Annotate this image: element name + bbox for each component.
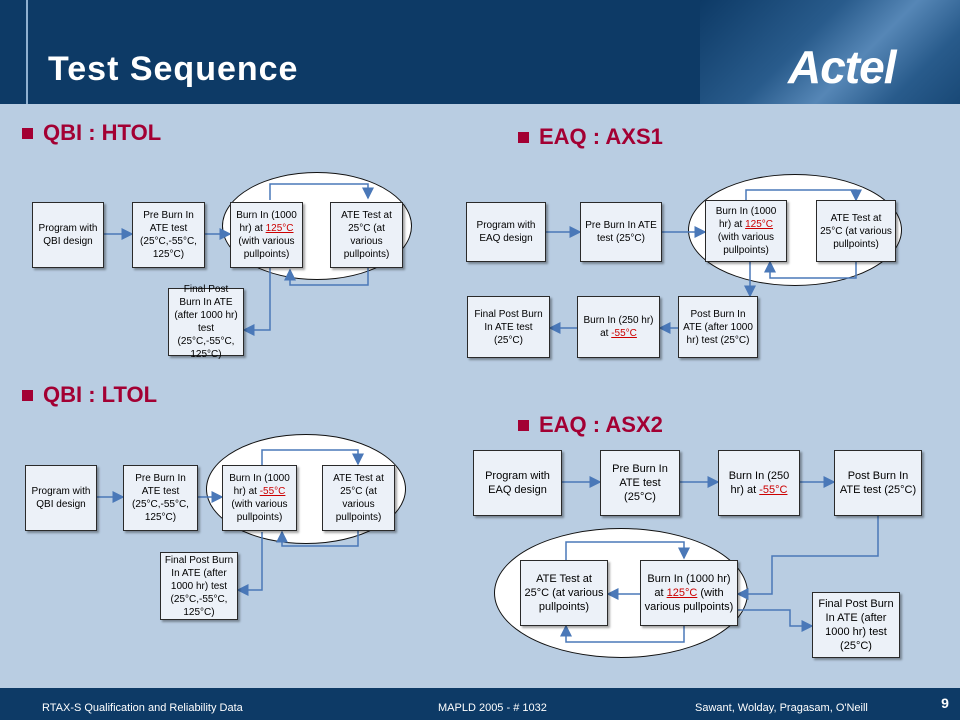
axs1-program-box: Program with EAQ design	[466, 202, 546, 262]
asx2-burn250-box: Burn In (250 hr) at -55°C	[718, 450, 800, 516]
bullet-icon	[22, 389, 33, 401]
ltol-burnin-box: Burn In (1000 hr) at -55°C (with various…	[222, 465, 297, 531]
page-number: 9	[930, 690, 960, 718]
title-bar: Test Sequence Actel	[0, 0, 960, 104]
section-title-axs1: EAQ : AXS1	[518, 124, 663, 150]
axs1-pre-burnin-box: Pre Burn In ATE test (25°C)	[580, 202, 662, 262]
htol-final-box: Final Post Burn In ATE (after 1000 hr) t…	[168, 284, 244, 360]
header-divider	[26, 0, 28, 104]
footer-right-text: Sawant, Wolday, Pragasam, O'Neill	[695, 702, 868, 714]
htol-burnin-box: Burn In (1000 hr) at 125°C (with various…	[230, 202, 303, 268]
bullet-icon	[22, 127, 33, 139]
asx2-final-box: Final Post Burn In ATE (after 1000 hr) t…	[812, 592, 900, 658]
axs1-ate-box: ATE Test at 25°C (at various pullpoints)	[816, 200, 896, 262]
section-title-htol: QBI : HTOL	[22, 120, 161, 146]
axs1-burn250-box: Burn In (250 hr) at -55°C	[577, 296, 660, 358]
axs1-final-box: Final Post Burn In ATE test (25°C)	[467, 296, 550, 358]
asx2-program-box: Program with EAQ design	[473, 450, 562, 516]
footer-center-text: MAPLD 2005 - # 1032	[438, 702, 547, 714]
asx2-post-burnin-box: Post Burn In ATE test (25°C)	[834, 450, 922, 516]
axs1-burnin-box: Burn In (1000 hr) at 125°C (with various…	[705, 200, 787, 262]
axs1-post-burnin-box: Post Burn In ATE (after 1000 hr) test (2…	[678, 296, 758, 358]
actel-logo: Actel	[788, 41, 896, 93]
htol-program-box: Program with QBI design	[32, 202, 104, 268]
ltol-pre-burnin-box: Pre Burn In ATE test (25°C,-55°C, 125°C)	[123, 465, 198, 531]
asx2-pre-burnin-box: Pre Burn In ATE test (25°C)	[600, 450, 680, 516]
bullet-icon	[518, 131, 529, 143]
header-decoration	[700, 0, 960, 104]
ltol-ate-box: ATE Test at 25°C (at various pullpoints)	[322, 465, 395, 531]
section-title-ltol: QBI : LTOL	[22, 382, 157, 408]
section-title-asx2: EAQ : ASX2	[518, 412, 663, 438]
htol-pre-burnin-box: Pre Burn In ATE test (25°C,-55°C, 125°C)	[132, 202, 205, 268]
slide-title: Test Sequence	[48, 50, 299, 88]
htol-ate-box: ATE Test at 25°C (at various pullpoints)	[330, 202, 403, 268]
ltol-final-box: Final Post Burn In ATE (after 1000 hr) t…	[160, 552, 238, 620]
footer-left-text: RTAX-S Qualification and Reliability Dat…	[42, 702, 243, 714]
bullet-icon	[518, 419, 529, 431]
asx2-ate-box: ATE Test at 25°C (at various pullpoints)	[520, 560, 608, 626]
footer-bar: RTAX-S Qualification and Reliability Dat…	[0, 688, 960, 720]
ltol-program-box: Program with QBI design	[25, 465, 97, 531]
asx2-burnin-box: Burn In (1000 hr) at 125°C (with various…	[640, 560, 738, 626]
